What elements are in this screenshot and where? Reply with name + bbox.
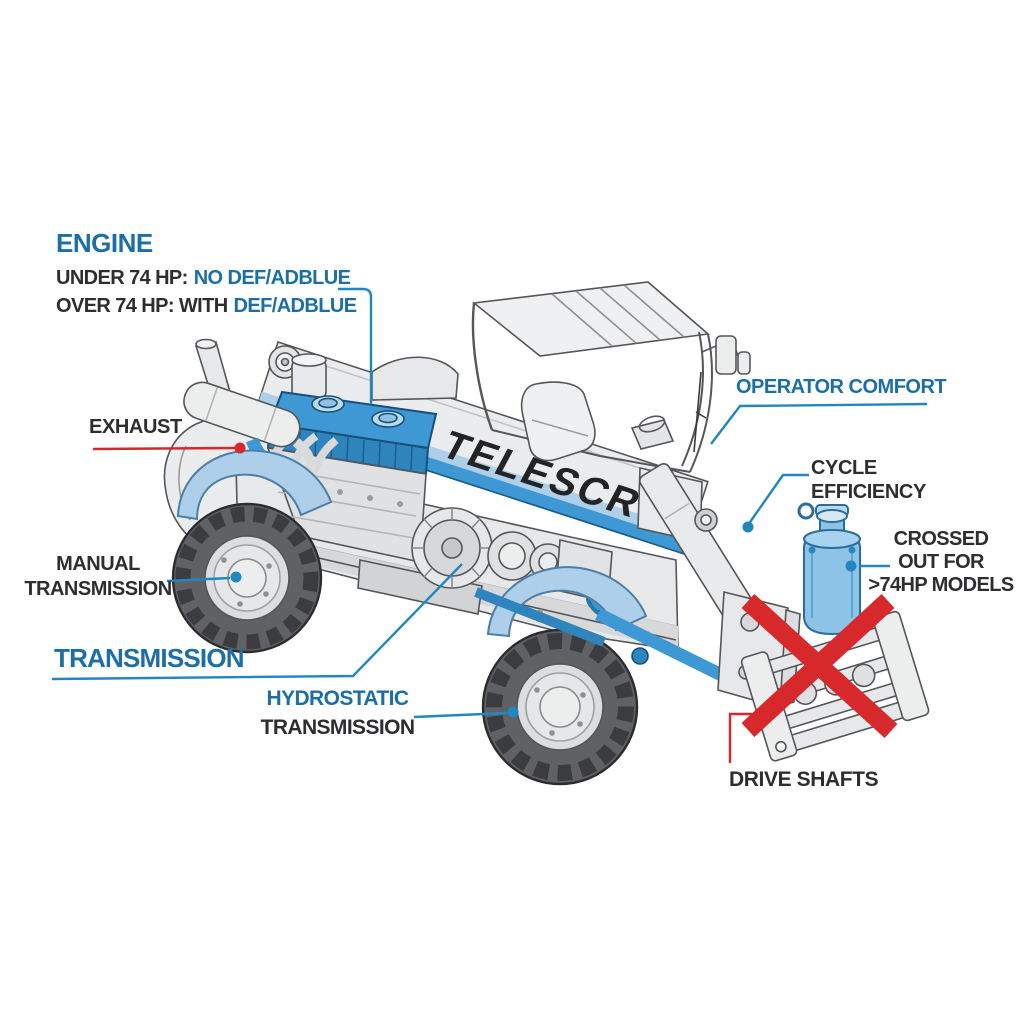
engine-rule-under74: UNDER 74 HP:NO DEF/ADBLUE [56,266,351,289]
cab-rear-pillar [471,302,494,431]
windshield-wiper [693,371,707,453]
drive-shafts-leader-line [728,712,752,763]
operator-comfort-label: OPERATOR COMFORT [736,376,947,398]
manual-transmission-label: MANUAL TRANSMISSION [24,553,172,600]
cab-front-pillar [681,331,713,473]
operator-comfort-leader-line [710,402,928,445]
engine-callout: ENGINE UNDER 74 HP:NO DEF/ADBLUE OVER 74… [56,228,357,320]
hydrostatic-leader-line [413,711,508,719]
side-mirror [715,335,737,375]
def-tank-dot [845,560,857,572]
red-cross-mark [741,593,898,739]
cycle-efficiency-leader-line [747,473,809,526]
hydrostatic-dot [507,706,519,718]
manual-transmission-leader-line [166,576,231,583]
def-tank [797,502,861,636]
cycle-efficiency-label: CYCLE EFFICIENCY [811,457,926,503]
manual-transmission-dot [230,571,242,583]
engine-title: ENGINE [56,228,153,258]
operator-seat [520,381,596,462]
hydrostatic-transmission-label: HYDROSTATIC TRANSMISSION [260,687,415,739]
front-wheel [171,502,323,654]
transmission-section-title: TRANSMISSION [54,643,245,673]
exhaust-dot [234,442,246,454]
engine-leader-line [338,287,373,404]
cab-roof [472,281,710,357]
transmission-gearbox [357,507,634,619]
rear-fender [486,566,648,638]
rear-wheel [481,628,639,786]
exhaust-assembly [183,338,316,481]
transmission-leader-line [51,563,463,681]
def-tank-note-label: CROSSED OUT FOR >74HP MODELS [868,528,1014,596]
front-fender [176,449,333,521]
exhaust-label: EXHAUST [89,416,182,438]
cycle-efficiency-dot [742,521,754,533]
cab [471,281,751,473]
machine: TELESCRO [163,281,930,786]
exhaust-leader-line [92,446,236,451]
drive-shafts-label: DRIVE SHAFTS [729,768,879,791]
